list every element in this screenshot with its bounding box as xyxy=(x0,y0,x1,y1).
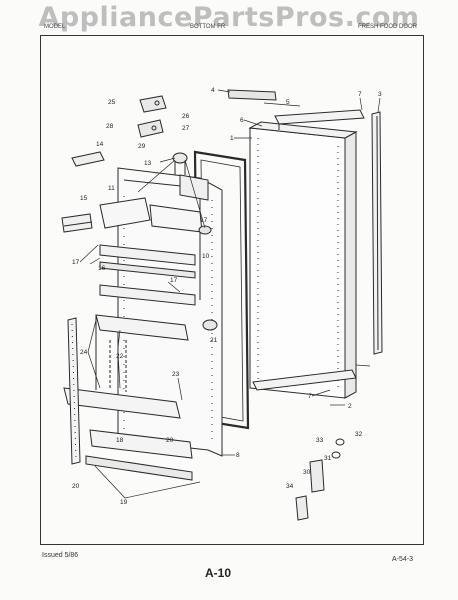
callout-15: 15 xyxy=(80,195,88,202)
callout-21: 21 xyxy=(210,337,218,344)
issued-date: Issued 5/86 xyxy=(42,552,79,559)
cover-piece xyxy=(71,151,105,167)
header-model-label: MODEL xyxy=(44,24,66,30)
callout-16: 16 xyxy=(98,265,106,272)
door-bin-lower xyxy=(63,340,181,419)
side-rail xyxy=(67,317,81,465)
callout-13: 13 xyxy=(144,160,152,167)
middle-shelf-rail xyxy=(99,244,196,279)
callout-28: 28 xyxy=(106,123,114,130)
door-bin-upper xyxy=(95,314,189,390)
hinge-pin xyxy=(172,152,188,175)
callout-22: 22 xyxy=(116,353,124,360)
top-door-trim xyxy=(274,109,365,130)
door-handle-top xyxy=(227,89,277,101)
callout-4: 4 xyxy=(211,87,215,94)
callout-8: 8 xyxy=(236,452,240,459)
door-cam xyxy=(202,319,218,331)
lower-shelf-rail xyxy=(99,284,196,306)
hinge-bracket xyxy=(137,119,164,138)
outer-door-panel xyxy=(248,121,358,399)
side-trim-strip xyxy=(371,111,383,355)
callout-20-b: 20 xyxy=(166,437,174,444)
header-section-label: BOTTOM FR xyxy=(190,24,226,30)
callout-26: 26 xyxy=(182,113,190,120)
bottom-door-trim xyxy=(252,369,357,391)
watermark-logo: AppliancePartsPros.com xyxy=(38,2,420,33)
callout-3: 3 xyxy=(378,91,382,98)
top-hinge xyxy=(139,95,167,113)
callout-23: 23 xyxy=(172,371,180,378)
callout-33: 33 xyxy=(316,437,324,444)
callout-27: 27 xyxy=(182,125,190,132)
callout-2: 2 xyxy=(348,403,352,410)
callout-1: 1 xyxy=(230,135,234,142)
callout-24: 24 xyxy=(80,349,88,356)
callout-17-c: 17 xyxy=(170,277,178,284)
callout-17-b: 17 xyxy=(200,217,208,224)
callout-7-top: 7 xyxy=(358,91,362,98)
callout-10: 10 xyxy=(202,253,210,260)
callout-14: 14 xyxy=(96,141,104,148)
diagram-frame xyxy=(40,35,424,545)
callout-19: 19 xyxy=(120,499,128,506)
page-number: A-10 xyxy=(205,566,232,580)
callout-5: 5 xyxy=(286,99,290,106)
callout-17-a: 17 xyxy=(72,259,80,266)
callout-32: 32 xyxy=(355,431,363,438)
lower-hinge-hardware xyxy=(295,438,345,521)
callout-6: 6 xyxy=(240,117,244,124)
callout-30: 30 xyxy=(303,469,311,476)
document-code: A-54-3 xyxy=(392,556,414,563)
bottom-shelf xyxy=(85,429,193,481)
dairy-bin xyxy=(61,213,93,233)
callout-31: 31 xyxy=(324,455,332,462)
callout-29: 29 xyxy=(138,143,146,150)
door-cam-upper xyxy=(198,225,212,235)
callout-leader-lines xyxy=(79,89,381,499)
callout-11: 11 xyxy=(108,185,115,192)
callout-25: 25 xyxy=(108,99,116,106)
callout-20-a: 20 xyxy=(72,483,80,490)
callout-7-bottom: 7 xyxy=(308,393,312,400)
header-title-label: FRESH FOOD DOOR xyxy=(358,24,418,30)
callout-18: 18 xyxy=(116,437,124,444)
callout-34: 34 xyxy=(286,483,294,490)
